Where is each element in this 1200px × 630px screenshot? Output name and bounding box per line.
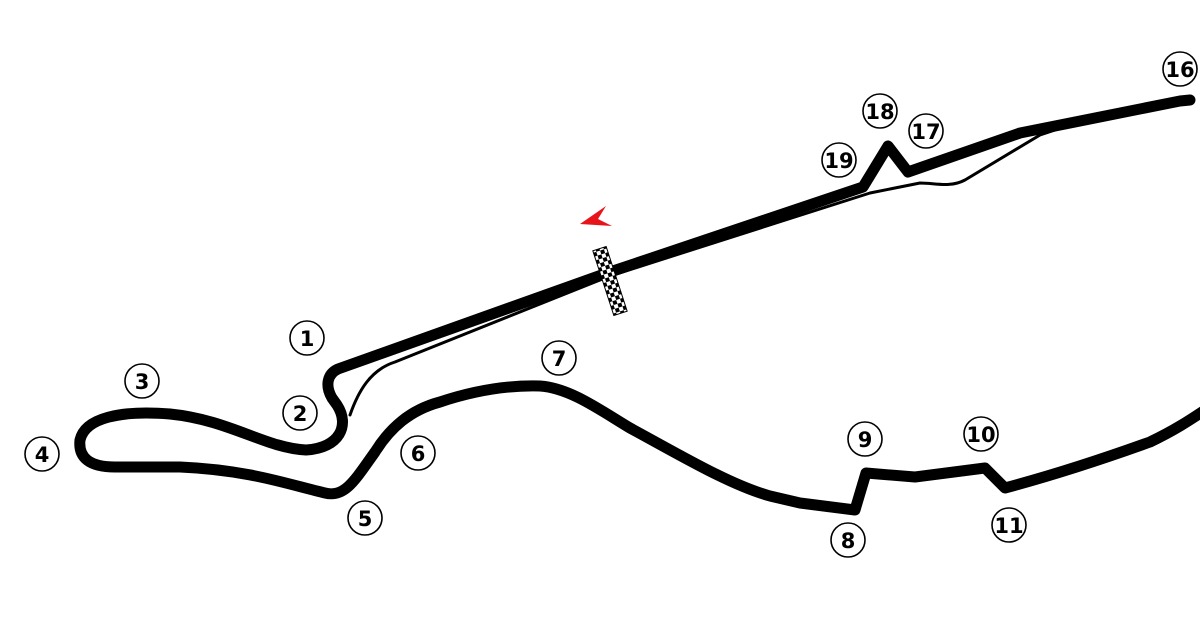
turn-circle	[282, 395, 318, 431]
turn-circle	[400, 435, 436, 471]
turn-circle	[963, 416, 999, 452]
direction-arrow-icon	[580, 206, 612, 226]
turn-circle	[347, 500, 383, 536]
turn-label: 18	[865, 100, 894, 124]
turn-marker-3: 3	[124, 363, 160, 399]
turn-marker-6: 6	[400, 435, 436, 471]
turn-marker-7: 7	[541, 340, 577, 376]
turn-marker-16: 16	[1162, 51, 1198, 87]
turn-circle	[541, 340, 577, 376]
checkered-flag-icon	[592, 245, 628, 317]
turn-label: 10	[966, 423, 995, 447]
turn-circle	[847, 421, 883, 457]
turn-marker-1: 1	[289, 320, 325, 356]
track-main	[74, 94, 1200, 516]
turn-marker-4: 4	[24, 436, 60, 472]
pit-lane	[348, 101, 1187, 417]
turn-label: 17	[911, 120, 940, 144]
turn-label: 6	[411, 442, 426, 466]
turn-circle	[830, 522, 866, 558]
turn-label: 3	[135, 370, 150, 394]
turn-circle	[1162, 51, 1198, 87]
turn-marker-9: 9	[847, 421, 883, 457]
turn-marker-5: 5	[347, 500, 383, 536]
turn-circle	[821, 142, 857, 178]
turn-marker-18: 18	[862, 93, 898, 129]
turn-label: 1	[300, 327, 315, 351]
turn-label: 5	[358, 507, 373, 531]
turn-circle	[289, 320, 325, 356]
start-finish-line	[592, 245, 628, 317]
turn-circle	[124, 363, 160, 399]
turn-label: 2	[293, 402, 308, 426]
turn-circle	[862, 93, 898, 129]
turn-marker-19: 19	[821, 142, 857, 178]
turn-label: 16	[1165, 58, 1194, 82]
turn-marker-17: 17	[908, 113, 944, 149]
turn-circle	[991, 507, 1027, 543]
turn-marker-2: 2	[282, 395, 318, 431]
turn-label: 19	[824, 149, 853, 173]
turn-label: 8	[841, 529, 856, 553]
turn-markers: 1 2 3 4 5 6 7 8 9 10 11 16 17 18 19	[24, 51, 1198, 558]
turn-circle	[908, 113, 944, 149]
turn-marker-8: 8	[830, 522, 866, 558]
turn-label: 7	[552, 347, 567, 371]
turn-marker-11: 11	[991, 507, 1027, 543]
turn-label: 4	[35, 443, 50, 467]
turn-label: 9	[858, 428, 873, 452]
turn-label: 11	[994, 514, 1023, 538]
turn-marker-10: 10	[963, 416, 999, 452]
turn-circle	[24, 436, 60, 472]
